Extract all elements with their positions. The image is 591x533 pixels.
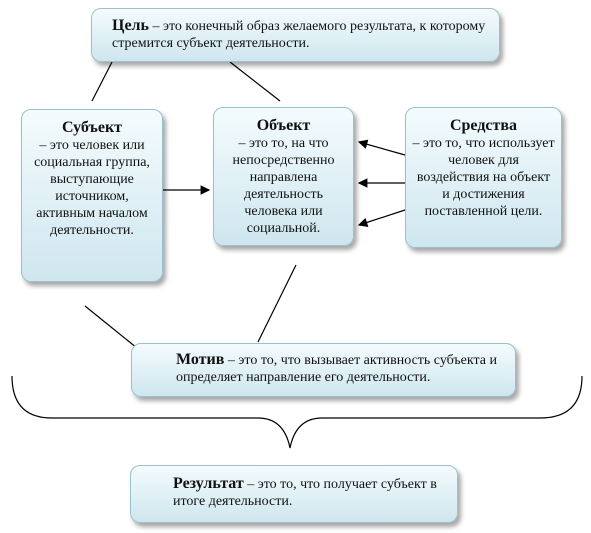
line-subject-motive xyxy=(84,305,138,349)
result-text: – это то, что получает субъект в итоге д… xyxy=(173,477,437,509)
means-text: – это то, что использует человек для воз… xyxy=(412,136,555,219)
arrow-means-object-1 xyxy=(357,139,406,156)
means-box: Средства – это то, что использует челове… xyxy=(405,107,562,248)
subject-box: Субъект – это человек или социальная гру… xyxy=(21,109,163,282)
goal-title: Цель xyxy=(112,17,149,34)
brace xyxy=(11,375,583,449)
object-title: Объект xyxy=(256,117,311,134)
object-box: Объект – это то, на что непосредственно … xyxy=(213,107,354,246)
motive-box: Мотив – это то, что вызывает активность … xyxy=(131,343,516,397)
subject-text: – это человек или социальная группа, выс… xyxy=(34,138,150,238)
line-goal-object xyxy=(229,61,281,102)
goal-text: – это конечный образ желаемого результат… xyxy=(112,19,486,51)
subject-title: Субъект xyxy=(61,119,123,136)
arrow-means-object-3 xyxy=(357,209,406,227)
result-title: Результат xyxy=(173,475,244,492)
line-object-motive xyxy=(257,264,297,343)
result-box: Результат – это то, что получает субъект… xyxy=(130,465,458,523)
line-goal-subject xyxy=(91,61,113,102)
motive-title: Мотив xyxy=(176,351,225,368)
goal-box: Цель – это конечный образ желаемого резу… xyxy=(91,8,500,62)
means-title: Средства xyxy=(449,117,518,134)
object-text: – это то, на что непосредственно направл… xyxy=(232,136,335,236)
motive-text: – это то, что вызывает активность субъек… xyxy=(176,353,497,385)
